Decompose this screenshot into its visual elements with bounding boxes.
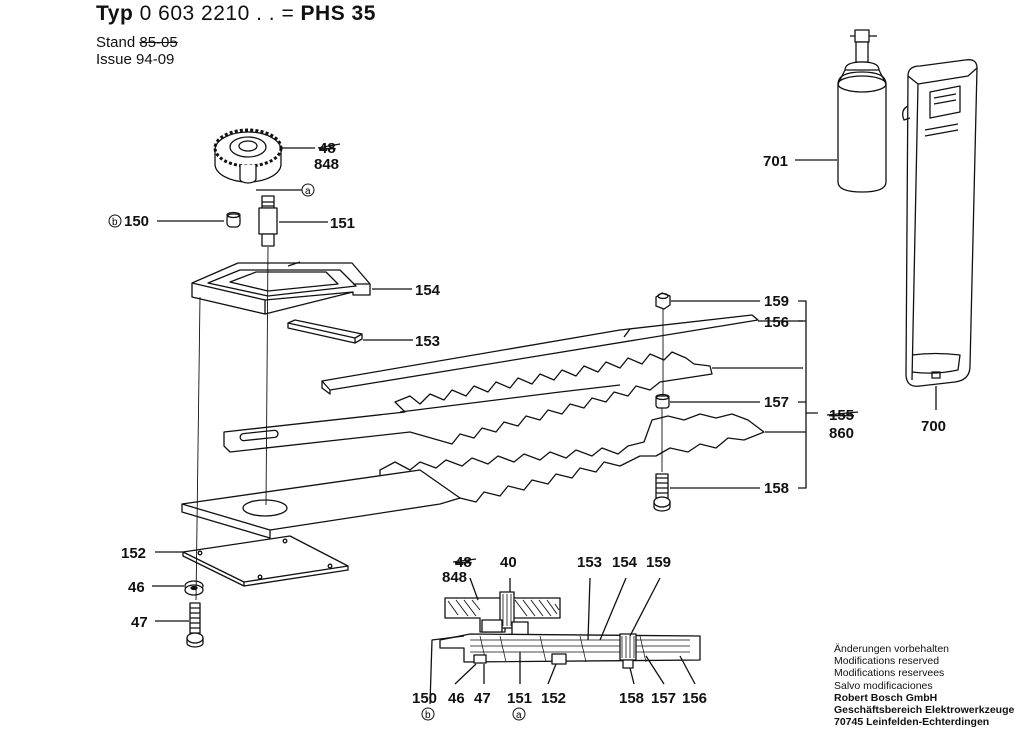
- label-154: 154: [415, 282, 441, 299]
- section-label-158: 158: [619, 690, 644, 707]
- footer-address: 70745 Leinfelden-Echterdingen: [834, 716, 990, 729]
- footer-notice: Änderungen vorbehalten Modifications res…: [834, 643, 1014, 728]
- section-label-150: 150: [412, 690, 437, 707]
- bush-157: [655, 393, 670, 409]
- washer-46: [184, 580, 204, 596]
- section-circle-a: a: [516, 710, 522, 721]
- section-circle-b: b: [425, 710, 431, 721]
- issue-value: 94-09: [136, 51, 175, 68]
- label-155-old: 155: [829, 407, 854, 424]
- footer-line-es: Salvo modificaciones: [834, 679, 933, 692]
- cross-section-view: [429, 577, 701, 705]
- section-label-848: 848: [442, 569, 467, 586]
- label-153: 153: [415, 333, 440, 350]
- strip-153: [287, 319, 363, 344]
- part-labels: 48 848 a b 150 151 154 153 159 156 157 1…: [108, 140, 946, 631]
- oil-bottle-701: [837, 29, 887, 193]
- label-701: 701: [763, 153, 788, 170]
- label-700: 700: [921, 418, 946, 435]
- blade-guard-700: [902, 59, 978, 387]
- label-48-old: 48: [319, 140, 336, 157]
- section-label-46: 46: [448, 690, 465, 707]
- plate-152: [182, 535, 349, 587]
- stand-value: 85-05: [139, 34, 178, 51]
- section-label-151: 151: [507, 690, 532, 707]
- model-name: PHS 35: [300, 2, 376, 25]
- section-label-48: 48: [455, 554, 472, 571]
- strip-156: [321, 314, 759, 395]
- section-label-152: 152: [541, 690, 566, 707]
- nut-159: [655, 292, 671, 310]
- footer-line-en: Modifications reserved: [834, 655, 940, 668]
- base-plate: [181, 469, 461, 539]
- section-label-154: 154: [612, 554, 638, 571]
- label-860: 860: [829, 425, 854, 442]
- typ-suffix: 0 . .: [237, 2, 276, 25]
- section-label-40: 40: [500, 554, 517, 571]
- label-46: 46: [128, 579, 145, 596]
- footer-division: Geschäftsbereich Elektrowerkzeuge: [834, 704, 1015, 717]
- label-151: 151: [330, 215, 355, 232]
- label-159: 159: [764, 293, 789, 310]
- circle-a-label: a: [305, 186, 311, 197]
- pin-151: [258, 195, 278, 247]
- screw-47: [186, 602, 204, 648]
- bushing-150: [226, 211, 241, 228]
- section-label-156: 156: [682, 690, 707, 707]
- footer-line-fr: Modifications reservees: [834, 667, 945, 680]
- section-label-47: 47: [474, 690, 491, 707]
- label-152: 152: [121, 545, 146, 562]
- typ-prefix: Typ: [96, 2, 134, 25]
- stand-line: Stand 85-05: [96, 34, 178, 51]
- gear-part: [213, 128, 283, 184]
- equals-sign: =: [281, 2, 295, 25]
- stand-label: Stand: [96, 34, 136, 51]
- label-848: 848: [314, 156, 339, 173]
- screw-158: [653, 473, 671, 512]
- issue-label: Issue: [96, 51, 132, 68]
- plate-154: [191, 261, 371, 315]
- section-labels: 48 848 40 153 154 159 150 46 47 151 152 …: [412, 554, 707, 721]
- label-47: 47: [131, 614, 148, 631]
- label-158: 158: [764, 480, 789, 497]
- document-title: Typ 0 603 2210 . . = PHS 35: [96, 2, 376, 26]
- label-157: 157: [764, 394, 789, 411]
- circle-b-label: b: [112, 217, 118, 228]
- section-label-157: 157: [651, 690, 676, 707]
- issue-line: Issue 94-09: [96, 51, 174, 68]
- blade-lower: [379, 413, 765, 503]
- label-156: 156: [764, 314, 789, 331]
- footer-line-de: Änderungen vorbehalten: [834, 643, 950, 655]
- section-label-153: 153: [577, 554, 602, 571]
- footer-company: Robert Bosch GmbH: [834, 691, 938, 704]
- typ-number: 0 603 221: [139, 2, 238, 25]
- blade-upper: [223, 351, 713, 453]
- section-label-159: 159: [646, 554, 671, 571]
- label-150: 150: [124, 213, 149, 230]
